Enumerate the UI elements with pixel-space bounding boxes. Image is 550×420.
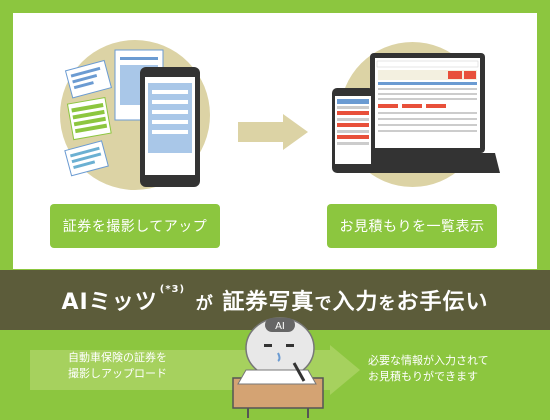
step1-label: 証券を撮影してアップ (50, 204, 220, 248)
document-phone-illustration (64, 49, 200, 187)
step2-label: お見積もりを一覧表示 (327, 204, 497, 248)
headline-part5: 入力 (332, 290, 379, 315)
headline-part2: が (195, 294, 214, 314)
bottom-left-line1: 自動車保険の証券を (68, 351, 167, 364)
bottom-right-text: 必要な情報が入力されて お見積もりができます (368, 353, 518, 385)
headline-note: (*3) (159, 284, 186, 295)
bottom-right-line1: 必要な情報が入力されて (368, 354, 489, 367)
smartphone-icon (140, 67, 200, 187)
card-icon (66, 96, 112, 141)
card-icon (64, 59, 113, 99)
laptop-icon (355, 53, 500, 173)
smartphone-icon (332, 88, 374, 173)
laptop-phone-illustration (332, 53, 500, 173)
robot-badge: AI (275, 321, 285, 332)
headline-text: AIミッツ(*3) が 証券写真で入力をお手伝い (62, 284, 489, 316)
bottom-right-line2: お見積もりができます (368, 370, 478, 383)
headline-part7: お手伝い (396, 290, 489, 315)
headline-part3: 証券写真 (222, 290, 315, 315)
ai-robot-icon: AI (232, 317, 324, 418)
bottom-left-text: 自動車保険の証券を 撮影しアップロード (68, 350, 208, 382)
headline-part4: で (314, 294, 333, 314)
headline-part6: を (378, 294, 397, 314)
bottom-left-line2: 撮影しアップロード (68, 367, 167, 380)
headline-part1: AIミッツ (61, 290, 158, 315)
card-icon (64, 140, 109, 177)
arrow-right-icon (238, 114, 308, 150)
